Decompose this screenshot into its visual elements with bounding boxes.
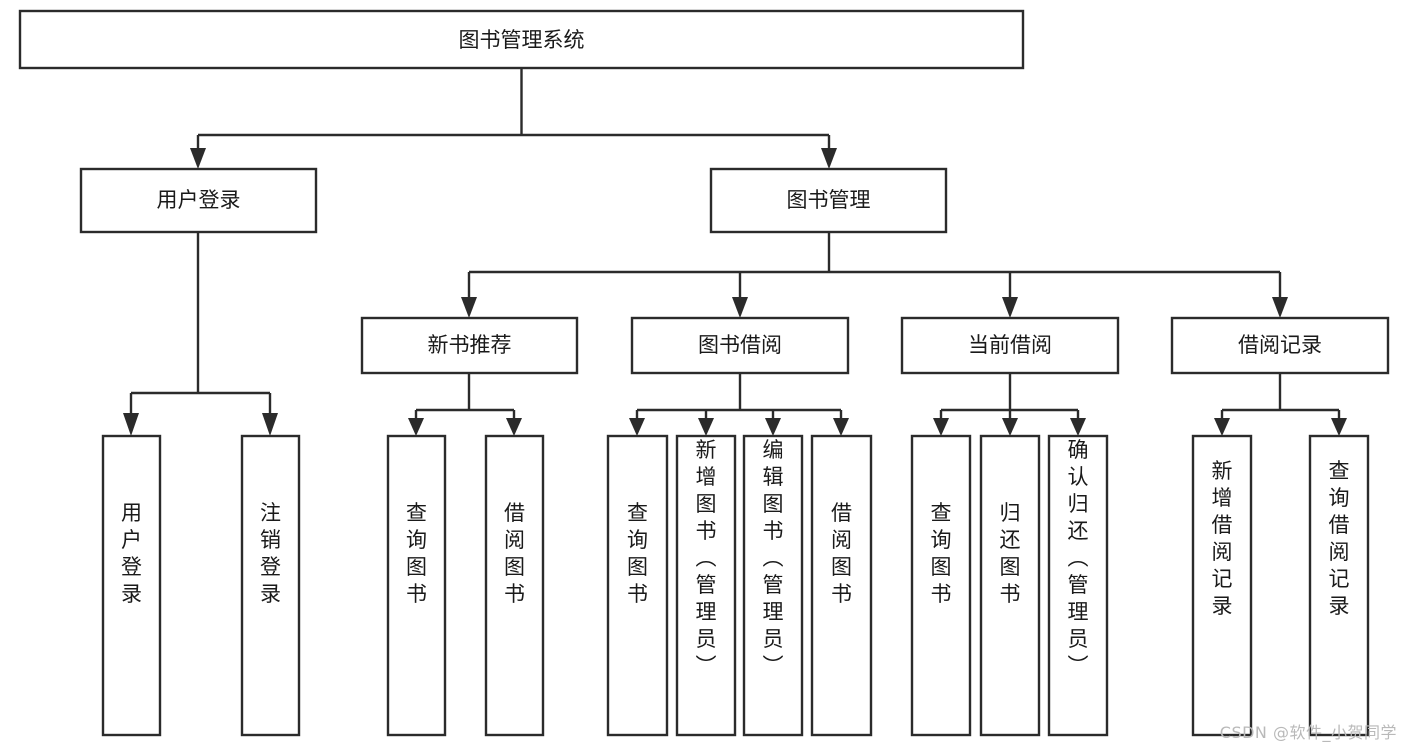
node-leaf-logout-box[interactable] [240,434,301,737]
connectors-bookborrow-to-leaves [629,373,849,436]
connectors-borrowrecord-to-leaves [1214,373,1347,436]
node-leaf-query-book-2-box[interactable] [606,434,669,737]
arrowhead-book-manage [821,148,837,169]
arrowhead-leaf-add-book [698,418,714,436]
node-leaf-logout-label: 注销登录 [260,501,281,606]
node-leaf-user-login-label: 用户登录 [121,501,142,606]
node-new-book-rec-label: 新书推荐 [428,333,512,357]
node-leaf-add-record-box[interactable] [1191,434,1253,737]
node-leaf-edit-book-label: 编辑图书︵管理员︶ [763,438,784,678]
node-leaf-borrow-book-1-box[interactable] [484,434,545,737]
arrowhead-leaf-return-book [1002,418,1018,436]
arrowhead-leaf-query-book-2 [629,418,645,436]
node-user-login[interactable]: 用户登录 [79,167,318,234]
node-leaf-borrow-book-2-label: 借阅图书 [831,501,852,606]
node-leaf-query-book-1-box[interactable] [386,434,447,737]
connectors-root-to-level2 [190,68,837,169]
node-borrow-record[interactable]: 借阅记录 [1170,316,1390,375]
node-borrow-record-box[interactable] [1170,316,1390,375]
node-leaf-query-record-box[interactable] [1308,434,1370,737]
node-leaf-borrow-book-2-box[interactable] [810,434,873,737]
node-leaf-query-book-2[interactable]: 查询图书 [606,434,669,737]
node-leaf-query-book-3-box[interactable] [910,434,972,737]
arrowhead-currentborrow [1002,297,1018,318]
node-leaf-confirm-return-label: 确认归还︵管理员︶ [1068,438,1089,678]
node-book-borrow-box[interactable] [630,316,850,375]
arrowhead-leaf-confirm-return [1070,418,1086,436]
node-book-borrow-label: 图书借阅 [698,333,782,357]
node-leaf-user-login-box[interactable] [101,434,162,737]
node-leaf-query-record-label: 查询借阅记录 [1329,459,1350,618]
node-leaf-return-book-label: 归还图书 [1000,501,1021,606]
node-book-manage-label: 图书管理 [787,188,871,212]
connectors-newbook-to-leaves [408,373,522,436]
csdn-watermark: CSDN @软件_小贺同学 [1219,723,1397,742]
arrowhead-borrowrecord [1272,297,1288,318]
arrowhead-leaf-user-login [123,413,139,436]
node-current-borrow[interactable]: 当前借阅 [900,316,1120,375]
arrowhead-leaf-borrow-book-2 [833,418,849,436]
node-user-login-box[interactable] [79,167,318,234]
node-leaf-query-book-3-label: 查询图书 [931,501,952,606]
node-borrow-record-label: 借阅记录 [1238,333,1322,357]
node-leaf-query-book-2-label: 查询图书 [627,501,648,606]
node-root-box[interactable] [18,9,1025,70]
arrowhead-user-login [190,148,206,169]
node-leaf-add-book-box[interactable] [675,434,737,737]
node-book-manage[interactable]: 图书管理 [709,167,948,234]
node-current-borrow-box[interactable] [900,316,1120,375]
node-leaf-confirm-return-box[interactable] [1047,434,1109,737]
node-book-borrow[interactable]: 图书借阅 [630,316,850,375]
node-new-book-rec[interactable]: 新书推荐 [360,316,579,375]
node-leaf-add-book[interactable]: 新增图书︵管理员︶ [675,434,737,737]
arrowhead-newbook [461,297,477,318]
node-root-label: 图书管理系统 [459,28,585,52]
connectors-currentborrow-to-leaves [933,373,1086,436]
node-leaf-query-book-1[interactable]: 查询图书 [386,434,447,737]
arrowhead-leaf-edit-book [765,418,781,436]
node-leaf-borrow-book-2[interactable]: 借阅图书 [810,434,873,737]
node-new-book-rec-box[interactable] [360,316,579,375]
node-leaf-query-record[interactable]: 查询借阅记录 [1308,434,1370,737]
node-leaf-add-book-label: 新增图书︵管理员︶ [696,438,717,678]
node-leaf-add-record[interactable]: 新增借阅记录 [1191,434,1253,737]
node-leaf-edit-book-box[interactable] [742,434,804,737]
node-leaf-borrow-book-1-label: 借阅图书 [504,501,525,606]
arrowhead-leaf-logout [262,413,278,436]
arrowhead-leaf-query-record [1331,418,1347,436]
arrowhead-leaf-query-book-3 [933,418,949,436]
node-root[interactable]: 图书管理系统 [18,9,1025,70]
node-leaf-query-book-1-label: 查询图书 [406,501,427,606]
arrowhead-leaf-add-record [1214,418,1230,436]
node-leaf-user-login[interactable]: 用户登录 [101,434,162,737]
node-user-login-label: 用户登录 [157,188,241,212]
arrowhead-leaf-query-book-1 [408,418,424,436]
node-leaf-add-record-label: 新增借阅记录 [1212,459,1233,618]
node-leaf-return-book[interactable]: 归还图书 [979,434,1041,737]
node-book-manage-box[interactable] [709,167,948,234]
node-leaf-edit-book[interactable]: 编辑图书︵管理员︶ [742,434,804,737]
arrowhead-leaf-borrow-book-1 [506,418,522,436]
node-leaf-confirm-return[interactable]: 确认归还︵管理员︶ [1047,434,1109,737]
connectors-bookmanage-to-level3 [461,232,1288,318]
node-leaf-borrow-book-1[interactable]: 借阅图书 [484,434,545,737]
arrowhead-bookborrow [732,297,748,318]
node-leaf-logout[interactable]: 注销登录 [240,434,301,737]
node-leaf-return-book-box[interactable] [979,434,1041,737]
node-leaf-query-book-3[interactable]: 查询图书 [910,434,972,737]
node-current-borrow-label: 当前借阅 [968,333,1052,357]
connectors-userlogin-to-leaves [123,232,278,436]
